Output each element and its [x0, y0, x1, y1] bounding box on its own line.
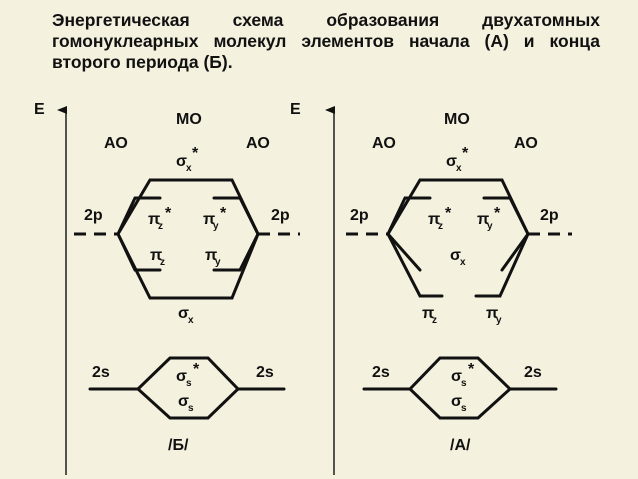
svg-text:s: s — [186, 378, 192, 389]
svg-text:π: π — [150, 247, 162, 264]
svg-text:z: z — [438, 221, 443, 232]
svg-text:σ: σ — [178, 305, 189, 322]
pi-y-bonding-label-left: π y — [205, 247, 221, 268]
svg-text:x: x — [186, 163, 192, 174]
svg-text:*: * — [193, 361, 200, 378]
svg-text:*: * — [165, 205, 172, 222]
pi-y-antibonding-label-left: π y * — [203, 205, 227, 232]
svg-text:s: s — [461, 378, 467, 389]
svg-text:π: π — [205, 247, 217, 264]
svg-text:σ: σ — [450, 247, 461, 264]
sigma-x-antibonding-label-left: σ x * — [176, 145, 199, 174]
pi-z-antibonding-label-right: π z * — [428, 205, 452, 232]
sigma-s-bonding-label-left: σ s — [178, 393, 194, 414]
caption-right: /А/ — [450, 437, 471, 454]
svg-text:y: y — [215, 257, 221, 268]
ao-2s-label-right-atom1: 2s — [372, 364, 390, 381]
sigma-s-levels-left — [135, 356, 241, 420]
svg-text:*: * — [462, 145, 469, 162]
ao-label-right-atom2: АО — [514, 135, 538, 152]
svg-text:π: π — [428, 211, 440, 228]
svg-text:π: π — [486, 305, 498, 322]
svg-text:*: * — [220, 205, 227, 222]
svg-text:σ: σ — [176, 368, 187, 385]
svg-text:z: z — [158, 221, 163, 232]
sigma-x-bonding-level-left — [116, 232, 260, 300]
svg-text:y: y — [487, 221, 493, 232]
svg-text:*: * — [494, 205, 501, 222]
sigma-x-antibonding-level-left — [116, 178, 260, 236]
mo-label-right: МО — [444, 111, 470, 128]
ao-2p-label-left-atom2: 2p — [271, 207, 290, 224]
pi-antibonding-levels-right — [386, 196, 530, 236]
ao-2p-label-right-atom1: 2p — [350, 207, 369, 224]
energy-axis-label-left: E — [34, 101, 45, 118]
ao-2p-label-left-atom1: 2p — [84, 207, 103, 224]
svg-text:z: z — [160, 257, 165, 268]
svg-text:*: * — [192, 145, 199, 162]
ao-2s-label-left-atom1: 2s — [92, 364, 110, 381]
sigma-x-bonding-label-left: σ x — [178, 305, 194, 326]
ao-label-left-atom1: АО — [104, 135, 128, 152]
pi-bonding-levels-left — [116, 232, 260, 272]
ao-2p-label-right-atom2: 2p — [540, 207, 559, 224]
svg-text:σ: σ — [451, 393, 462, 410]
sigma-s-bonding-label-right: σ s — [451, 393, 467, 414]
ao-label-left-atom2: АО — [246, 135, 270, 152]
svg-text:z: z — [432, 315, 437, 326]
svg-text:σ: σ — [451, 368, 462, 385]
svg-text:x: x — [456, 163, 462, 174]
diagram-title: Энергетическая схема образования двухато… — [52, 10, 600, 72]
svg-text:σ: σ — [178, 393, 189, 410]
diagram-b: E МО АО АО σ x * 2p 2p π z * π y * — [34, 101, 300, 475]
pi-y-antibonding-label-right: π y * — [477, 205, 501, 232]
svg-text:*: * — [468, 361, 475, 378]
svg-text:s: s — [188, 403, 194, 414]
pi-z-antibonding-label-left: π z * — [148, 205, 172, 232]
diagram-a: E МО АО АО σ x * 2p 2p π z * π y * σ x — [290, 101, 572, 475]
pi-z-bonding-label-left: π z — [150, 247, 165, 268]
svg-text:π: π — [477, 211, 489, 228]
svg-text:x: x — [460, 257, 466, 268]
svg-text:π: π — [148, 211, 160, 228]
ao-2s-label-left-atom2: 2s — [256, 364, 274, 381]
mo-label-left: МО — [176, 111, 202, 128]
ao-2s-label-right-atom2: 2s — [524, 364, 542, 381]
svg-text:*: * — [445, 205, 452, 222]
pi-bonding-levels-right — [386, 232, 530, 298]
svg-text:s: s — [461, 403, 467, 414]
svg-text:y: y — [213, 221, 219, 232]
sigma-x-antibonding-label-right: σ x * — [446, 145, 469, 174]
sigma-x-antibonding-level-right — [386, 178, 530, 236]
sigma-s-antibonding-label-right: σ s * — [451, 361, 475, 389]
sigma-s-levels-right — [407, 356, 513, 420]
energy-axis-label-right: E — [290, 101, 301, 118]
pi-antibonding-levels-left — [116, 196, 260, 236]
svg-text:x: x — [188, 315, 194, 326]
svg-text:σ: σ — [176, 153, 187, 170]
ao-label-right-atom1: АО — [372, 135, 396, 152]
sigma-x-bonding-label-right: σ x — [450, 247, 466, 268]
sigma-s-antibonding-label-left: σ s * — [176, 361, 200, 389]
caption-left: /Б/ — [168, 437, 189, 454]
svg-text:σ: σ — [446, 153, 457, 170]
svg-text:π: π — [422, 305, 434, 322]
svg-text:π: π — [203, 211, 215, 228]
pi-y-bonding-label-right: π y — [486, 305, 502, 326]
pi-z-bonding-label-right: π z — [422, 305, 437, 326]
svg-text:y: y — [496, 315, 502, 326]
